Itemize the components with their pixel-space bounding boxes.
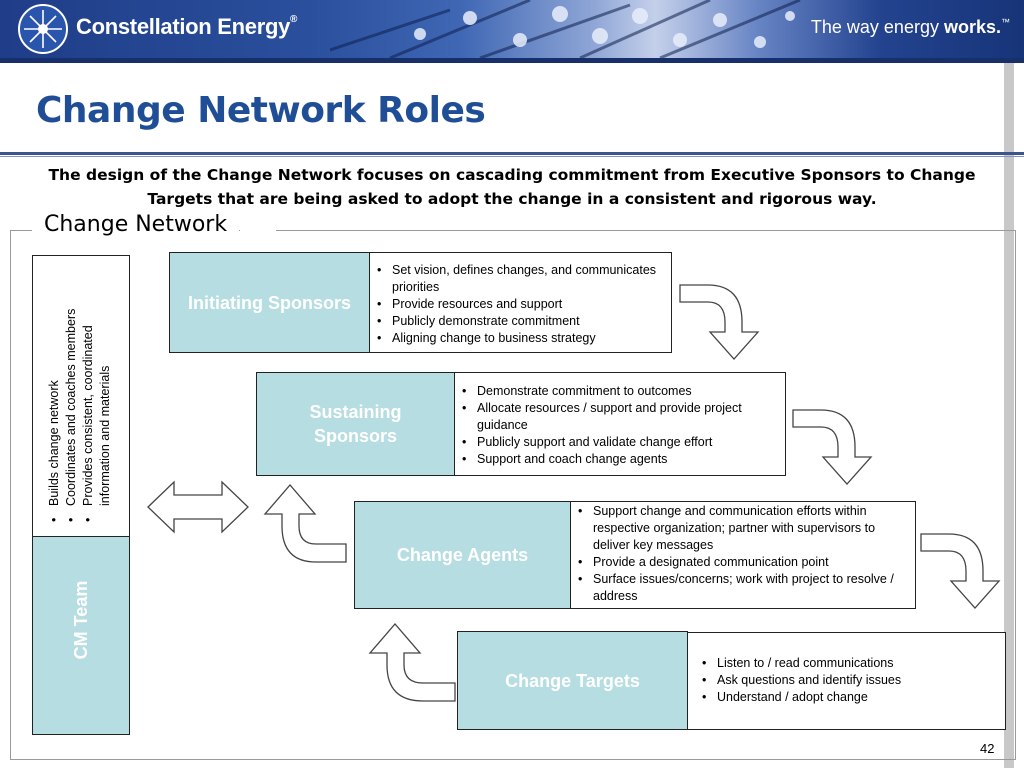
role-name: Change Targets xyxy=(505,670,640,691)
change-agents-description: Support change and communication efforts… xyxy=(570,501,916,609)
role-name: Initiating Sponsors xyxy=(187,292,351,313)
list-item: Provide a designated communication point xyxy=(571,554,909,571)
cascade-down-arrow-icon xyxy=(792,409,873,485)
cm-team-description: Builds change network Coordinates and co… xyxy=(46,266,130,528)
list-item: Surface issues/concerns; work with proje… xyxy=(571,571,909,605)
title-rule xyxy=(0,152,1024,155)
list-item: Provides consistent, coordinated informa… xyxy=(80,266,114,528)
page-title: Change Network Roles xyxy=(36,90,486,131)
constellation-logo-icon xyxy=(18,4,68,54)
list-item: Set vision, defines changes, and communi… xyxy=(370,262,665,296)
change-agents-box: Change Agents xyxy=(354,501,571,609)
page-subtitle: The design of the Change Network focuses… xyxy=(48,166,976,208)
list-item: Allocate resources / support and provide… xyxy=(455,400,779,434)
initiating-sponsors-description: Set vision, defines changes, and communi… xyxy=(369,252,672,353)
right-edge-bar xyxy=(1004,63,1014,768)
feedback-up-arrow-icon xyxy=(263,484,347,563)
list-item: Coordinates and coaches members xyxy=(63,266,80,528)
title-rule-thin xyxy=(0,156,1024,157)
list-item: Demonstrate commitment to outcomes xyxy=(455,383,779,400)
list-item: Aligning change to business strategy xyxy=(370,330,665,347)
role-name: Change Agents xyxy=(396,545,529,565)
list-item: Understand / adopt change xyxy=(695,689,999,706)
page-number: 42 xyxy=(980,741,995,756)
list-item: Listen to / read communications xyxy=(695,655,999,672)
list-item: Support and coach change agents xyxy=(455,451,779,468)
sustaining-sponsors-box: Sustaining Sponsors xyxy=(256,372,455,476)
list-item: Provide resources and support xyxy=(370,296,665,313)
frame-gap xyxy=(240,226,276,232)
list-item: Ask questions and identify issues xyxy=(695,672,999,689)
list-item: Builds change network xyxy=(46,266,63,528)
change-targets-description: Listen to / read communications Ask ques… xyxy=(687,632,1006,730)
cm-team-label: CM Team xyxy=(71,580,91,660)
banner-decoration xyxy=(330,0,801,58)
header-banner: Constellation Energy® The way energy wor… xyxy=(0,0,1024,58)
role-name: Sustaining Sponsors xyxy=(309,402,402,446)
sustaining-sponsors-description: Demonstrate commitment to outcomes Alloc… xyxy=(454,372,786,476)
initiating-sponsors-box: Initiating Sponsors xyxy=(169,252,370,353)
company-name: Constellation Energy® xyxy=(76,14,298,39)
cm-team-box xyxy=(32,536,130,735)
change-targets-box: Change Targets xyxy=(457,631,688,730)
change-network-frame xyxy=(10,230,1016,760)
list-item: Support change and communication efforts… xyxy=(571,503,909,554)
banner-bottom-rule xyxy=(0,58,1024,63)
feedback-up-arrow-icon xyxy=(368,623,456,702)
tagline: The way energy works.™ xyxy=(810,17,1010,37)
double-arrow-icon xyxy=(147,480,249,534)
list-item: Publicly support and validate change eff… xyxy=(455,434,779,451)
cascade-down-arrow-icon xyxy=(679,284,760,360)
cascade-down-arrow-icon xyxy=(920,533,1001,609)
change-network-label: Change Network xyxy=(32,212,240,237)
list-item: Publicly demonstrate commitment xyxy=(370,313,665,330)
